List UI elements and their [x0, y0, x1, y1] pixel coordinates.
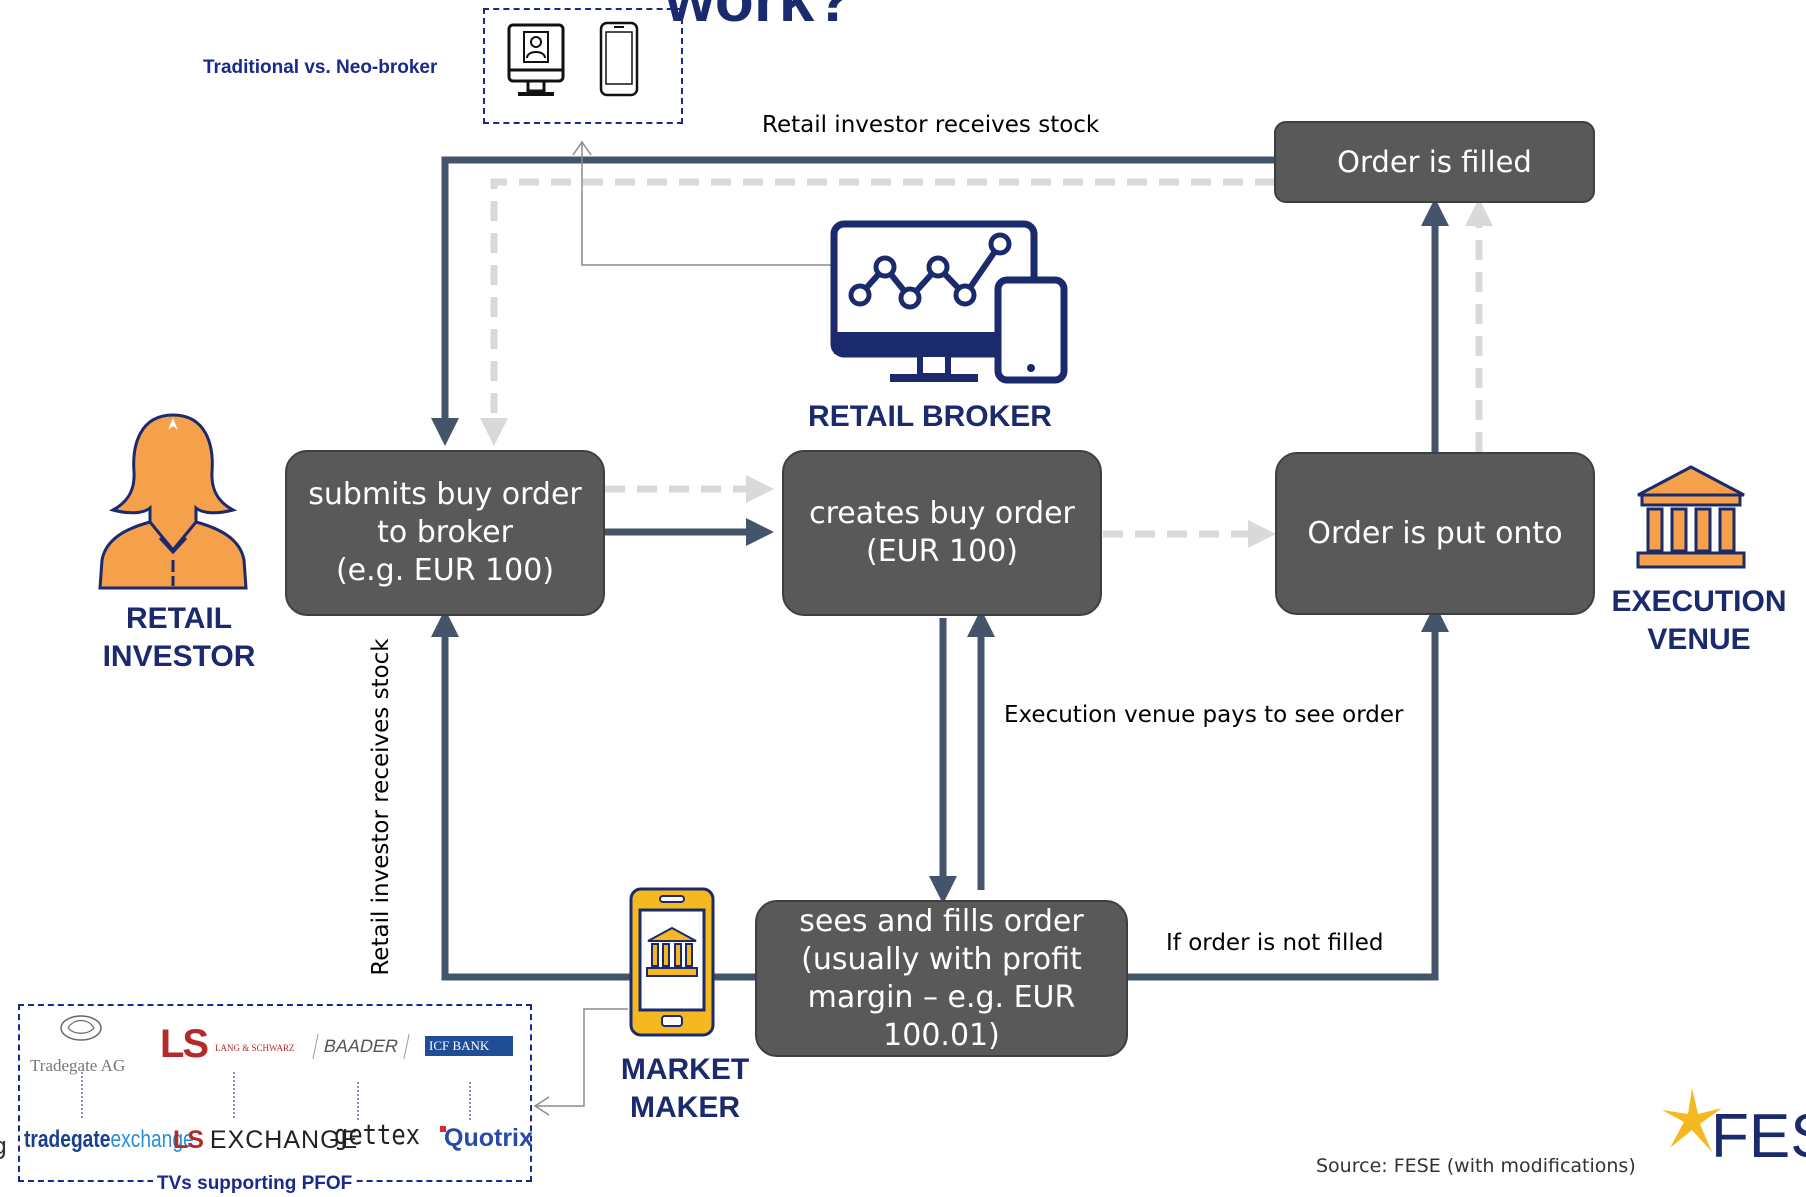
tradegate-exchange-logo-light: exchange	[110, 1126, 194, 1153]
tradegate-ag-logo: Tradegate AG	[30, 1056, 126, 1075]
box-submit-buy-order-text: submits buy order to broker (e.g. EUR 10…	[308, 477, 582, 588]
box-order-filled-text: Order is filled	[1337, 145, 1532, 179]
trading-venues-caption: TVs supporting PFOF	[153, 1173, 357, 1195]
label-if-not-filled: If order is not filled	[1166, 930, 1384, 956]
baader-logo: BAADER	[312, 1034, 410, 1059]
fese-logo-star-icon	[1662, 1088, 1722, 1152]
retail-investor-label: RETAIL INVESTOR	[102, 602, 256, 673]
page-title-fragment: work?	[665, 0, 853, 36]
gettex-logo: gettex	[334, 1118, 420, 1151]
box-order-filled: Order is filled	[1274, 121, 1595, 203]
logo-connectors	[81, 1072, 471, 1120]
fese-logo: FES	[1711, 1102, 1806, 1171]
market-maker-icon	[629, 887, 715, 1037]
tradegate-exchange-logo-bold: tradegate	[24, 1126, 111, 1153]
box-create-buy-order-text: creates buy order (EUR 100)	[809, 496, 1075, 569]
market-maker-label: MARKET MAKER	[620, 1053, 750, 1124]
edge-text-fragment: g	[0, 1132, 7, 1160]
broker-types-label: Traditional vs. Neo-broker	[203, 57, 438, 78]
thin-connector-broker-types	[581, 143, 840, 266]
box-sees-and-fills-text: sees and fills order (usually with profi…	[799, 903, 1084, 1053]
box-order-put-onto-text: Order is put onto	[1307, 515, 1563, 551]
box-submit-buy-order: submits buy order to broker (e.g. EUR 10…	[285, 450, 605, 616]
icf-bank-logo: ICF BANK	[425, 1036, 513, 1056]
gettex-logo-dot	[440, 1126, 446, 1132]
broker-types-frame	[483, 8, 683, 124]
box-order-put-onto: Order is put onto	[1275, 452, 1595, 615]
dashed-arrow-filled-to-investor	[480, 178, 1275, 446]
source-note: Source: FESE (with modifications)	[1316, 1155, 1636, 1177]
desktop-user-icon	[507, 23, 565, 96]
retail-investor-icon	[98, 413, 248, 590]
label-pays-to-see-order: Execution venue pays to see order	[1004, 702, 1404, 728]
label-top-receives-stock: Retail investor receives stock	[762, 112, 1100, 138]
tradegate-ag-logo-mark	[60, 1015, 102, 1041]
execution-venue-icon	[1636, 465, 1746, 569]
retail-broker-icon	[830, 220, 1068, 384]
tradegate-exchange-logo: tradegateexchange	[24, 1126, 194, 1154]
arrow-market-maker-to-venue	[1128, 604, 1449, 981]
ls-exchange-logo-mark: LS	[173, 1126, 204, 1154]
execution-venue-label: EXECUTION VENUE	[1611, 585, 1787, 656]
quotrix-logo: Quotrix	[444, 1124, 533, 1152]
box-create-buy-order: creates buy order (EUR 100)	[782, 450, 1102, 616]
ls-exchange-logo-text: EXCHANGE	[209, 1126, 359, 1154]
smartphone-icon	[599, 21, 639, 97]
label-left-receives-stock: Retail investor receives stock	[368, 638, 394, 976]
retail-broker-label: RETAIL BROKER	[808, 400, 1052, 433]
arrow-filled-to-investor	[431, 156, 1275, 446]
box-sees-and-fills: sees and fills order (usually with profi…	[755, 900, 1128, 1057]
ls-exchange-logo: LS EXCHANGE	[173, 1126, 358, 1155]
thin-connector-trading-venues	[535, 1008, 628, 1107]
lang-schwarz-logo: LANG & SCHWARZ	[215, 1043, 295, 1053]
ls-logo: LS	[160, 1022, 209, 1066]
